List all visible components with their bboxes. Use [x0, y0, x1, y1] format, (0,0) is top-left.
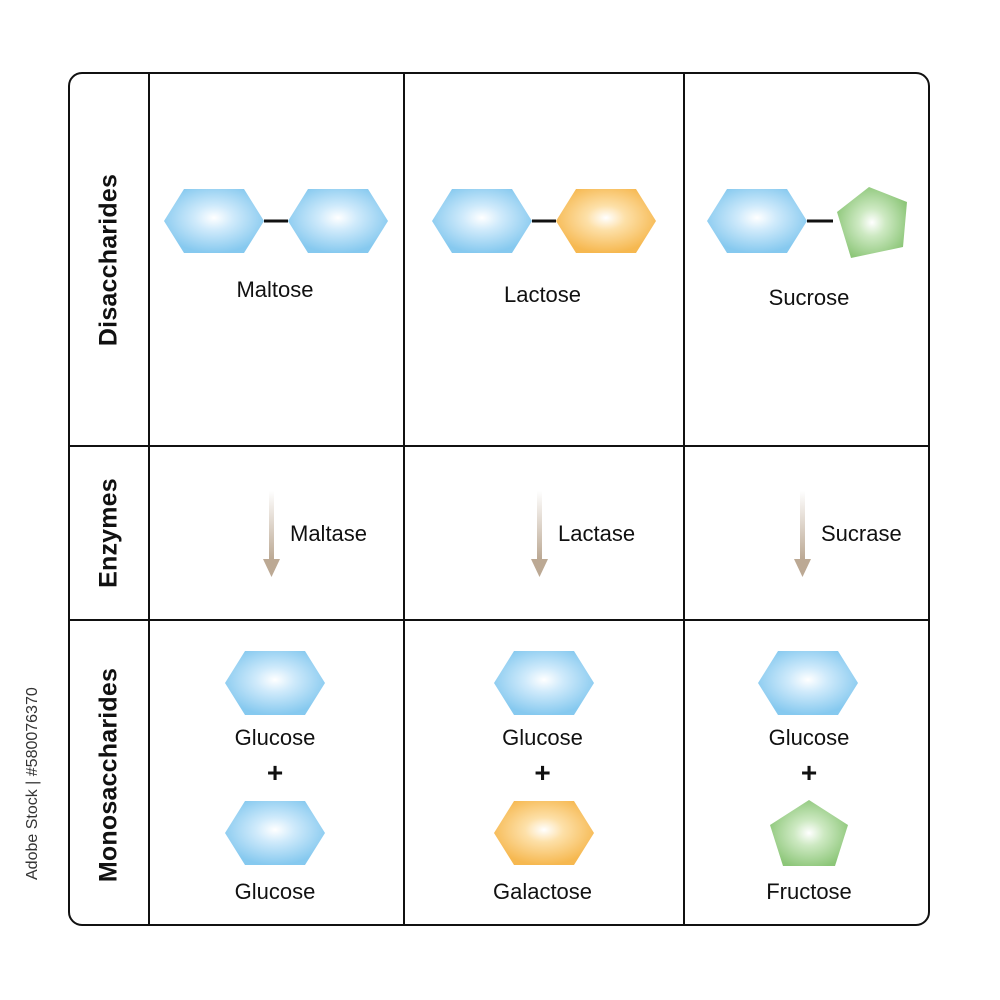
product-label-glucose: Glucose	[234, 879, 316, 904]
enzyme-label-sucrase: Sucrase	[821, 521, 902, 546]
glucose-hexagon-icon	[707, 189, 807, 253]
glucose-hexagon-icon	[758, 651, 858, 715]
cell-maltase: Maltase	[148, 445, 403, 619]
row-label-monosaccharides: Monosaccharides	[94, 667, 123, 882]
cell-maltose-products: Glucose + Glucose	[148, 619, 403, 924]
row-label-enzymes: Enzymes	[94, 478, 123, 588]
down-arrow-icon	[531, 491, 548, 577]
disaccharide-label-lactose: Lactose	[503, 282, 582, 307]
cell-lactose-products: Glucose + Galactose	[403, 619, 683, 924]
plus-sign: +	[534, 757, 551, 788]
product-label-glucose: Glucose	[234, 725, 316, 750]
sucrose-molecule	[707, 187, 907, 258]
disaccharide-digestion-table: Disaccharides Maltose Lactose Sucrose En…	[68, 72, 930, 926]
glucose-hexagon-icon	[225, 651, 325, 715]
row-label-disaccharides: Disaccharides	[94, 173, 123, 346]
glucose-hexagon-icon	[432, 189, 532, 253]
row-header-monosaccharides: Monosaccharides	[70, 619, 148, 924]
plus-sign: +	[266, 757, 284, 788]
down-arrow-icon	[794, 491, 811, 577]
stock-watermark: Adobe Stock | #580076370	[24, 687, 41, 880]
row-header-disaccharides: Disaccharides	[70, 74, 148, 445]
enzyme-label-lactase: Lactase	[558, 521, 636, 546]
cell-sucrase: Sucrase	[683, 445, 928, 619]
plus-sign: +	[800, 757, 818, 788]
cell-sucrose-products: Glucose + Fructose	[683, 619, 928, 924]
galactose-hexagon-icon	[494, 801, 594, 865]
cell-maltose: Maltose	[148, 74, 403, 445]
maltose-molecule	[164, 189, 388, 253]
galactose-hexagon-icon	[556, 189, 656, 253]
product-label-glucose: Glucose	[768, 725, 850, 750]
glucose-hexagon-icon	[164, 189, 264, 253]
cell-lactase: Lactase	[403, 445, 683, 619]
fructose-pentagon-icon	[837, 187, 907, 258]
enzyme-label-maltase: Maltase	[290, 521, 368, 546]
down-arrow-icon	[263, 491, 280, 577]
glucose-hexagon-icon	[288, 189, 388, 253]
product-label-galactose: Galactose	[492, 879, 593, 904]
cell-sucrose: Sucrose	[683, 74, 928, 445]
disaccharide-label-sucrose: Sucrose	[768, 285, 850, 310]
lactose-molecule	[432, 189, 656, 253]
fructose-pentagon-icon	[770, 800, 848, 866]
glucose-hexagon-icon	[225, 801, 325, 865]
disaccharide-label-maltose: Maltose	[236, 277, 314, 302]
product-label-fructose: Fructose	[766, 879, 852, 904]
product-label-glucose: Glucose	[502, 725, 583, 750]
glucose-hexagon-icon	[494, 651, 594, 715]
cell-lactose: Lactose	[403, 74, 683, 445]
row-header-enzymes: Enzymes	[70, 445, 148, 619]
